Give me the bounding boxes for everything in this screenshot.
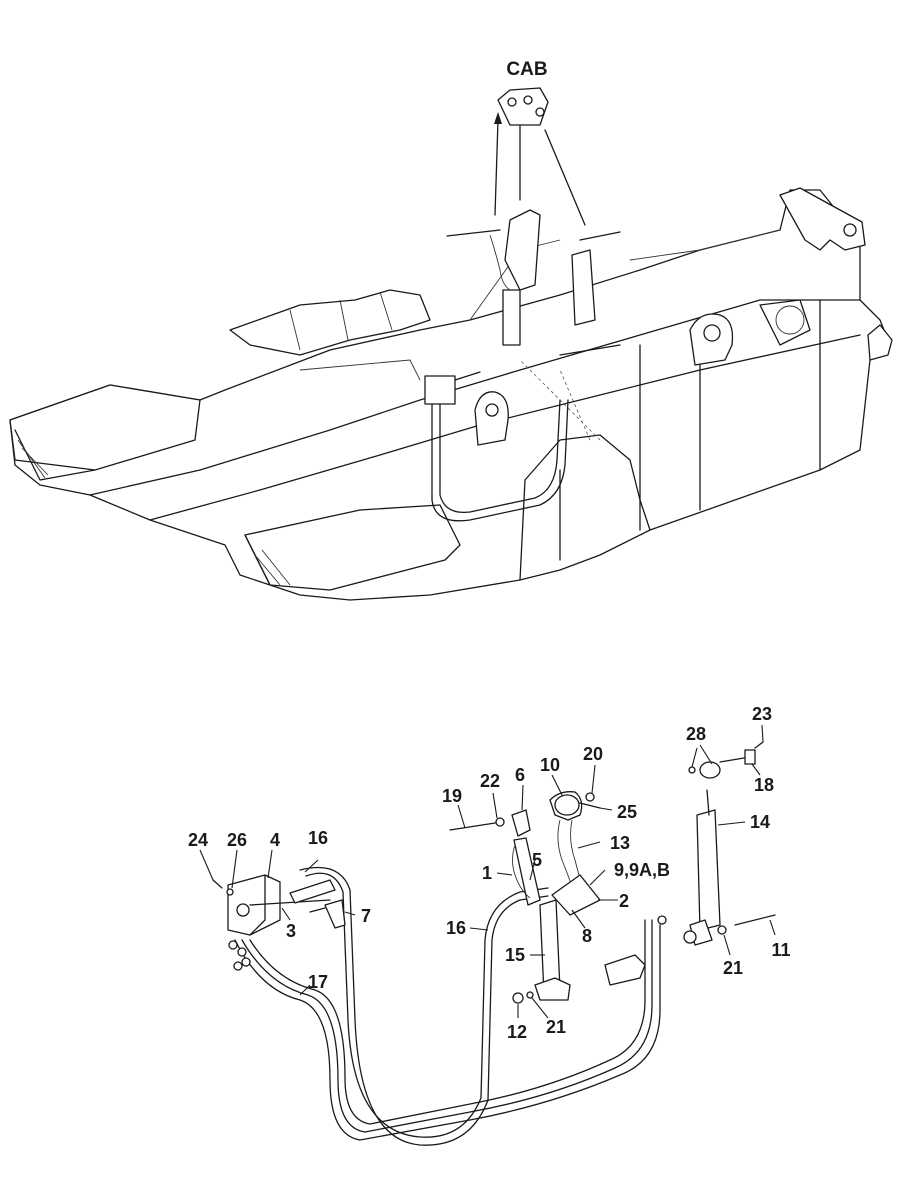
callout-28: 28 <box>686 724 706 744</box>
callout-1: 1 <box>482 863 492 883</box>
callout-26: 26 <box>227 830 247 850</box>
callout-25: 25 <box>617 802 637 822</box>
callout-17: 17 <box>308 972 328 992</box>
cab-label: CAB <box>506 59 547 80</box>
callout-6: 6 <box>515 765 525 785</box>
callout-16-left: 16 <box>308 828 328 848</box>
callout-15: 15 <box>505 945 525 965</box>
callout-leaders <box>199 724 776 1019</box>
callout-7: 7 <box>361 906 371 926</box>
callout-4: 4 <box>270 830 280 850</box>
callout-14: 14 <box>750 812 770 832</box>
callout-13: 13 <box>610 833 630 853</box>
pedal-hydraulic-assembly <box>212 741 776 1146</box>
callout-22: 22 <box>480 771 500 791</box>
callout-19: 19 <box>442 786 462 806</box>
callout-labels: 24 26 4 16 3 7 16 17 19 22 6 10 20 25 13… <box>188 704 791 1042</box>
callout-21-right: 21 <box>723 958 743 978</box>
chassis-frame <box>9 87 893 601</box>
callout-23: 23 <box>752 704 772 724</box>
callout-8: 8 <box>582 926 592 946</box>
callout-24: 24 <box>188 830 208 850</box>
callout-9-9a-b: 9,9A,B <box>614 860 670 880</box>
callout-3: 3 <box>286 921 296 941</box>
callout-2: 2 <box>619 891 629 911</box>
callout-20: 20 <box>583 744 603 764</box>
callout-5: 5 <box>532 850 542 870</box>
callout-18: 18 <box>754 775 774 795</box>
callout-11: 11 <box>771 940 790 960</box>
callout-16-center: 16 <box>446 918 466 938</box>
callout-12: 12 <box>507 1022 527 1042</box>
callout-10: 10 <box>540 755 560 775</box>
callout-21-lower: 21 <box>546 1017 566 1037</box>
